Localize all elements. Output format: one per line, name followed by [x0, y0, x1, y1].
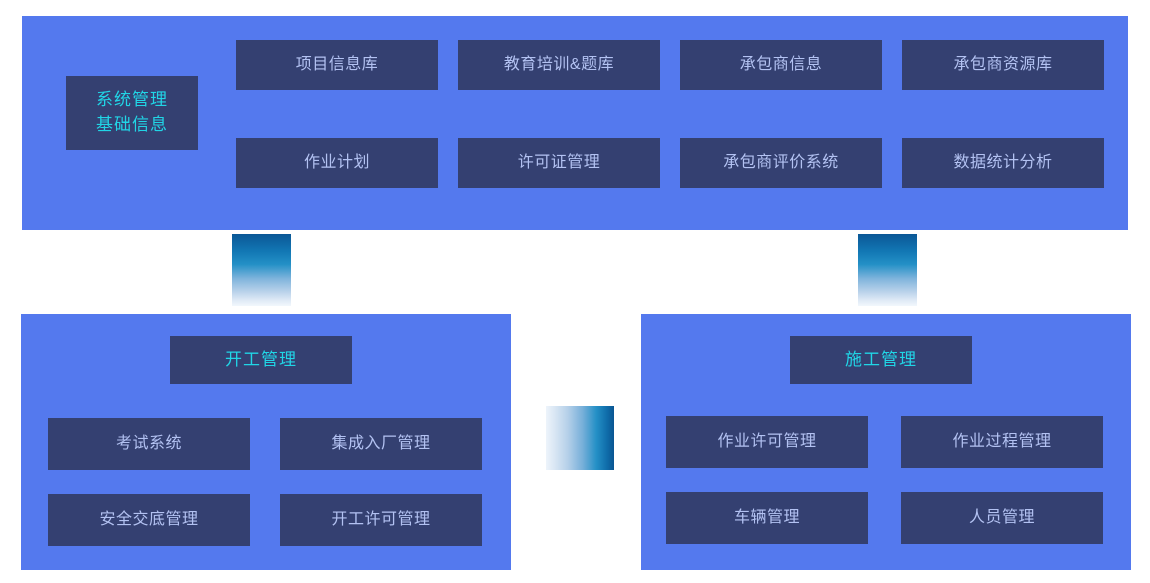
card-personnel-management[interactable]: 人员管理 — [901, 492, 1103, 544]
card-education-training-question-bank[interactable]: 教育培训&题库 — [458, 40, 660, 90]
left-panel-title-card[interactable]: 开工管理 — [170, 336, 352, 384]
connector-top-to-left-panel — [232, 234, 291, 306]
right-panel-title-card[interactable]: 施工管理 — [790, 336, 972, 384]
card-vehicle-management[interactable]: 车辆管理 — [666, 492, 868, 544]
card-startup-permit-management[interactable]: 开工许可管理 — [280, 494, 482, 546]
card-data-statistics-analysis[interactable]: 数据统计分析 — [902, 138, 1104, 188]
top-panel-system-management: 系统管理 基础信息 项目信息库 教育培训&题库 承包商信息 承包商资源库 作业计… — [22, 16, 1128, 230]
right-panel-title-label: 施工管理 — [845, 349, 917, 369]
card-contractor-evaluation-system[interactable]: 承包商评价系统 — [680, 138, 882, 188]
connector-left-to-right-panel — [546, 406, 614, 470]
card-safety-briefing-management[interactable]: 安全交底管理 — [48, 494, 250, 546]
card-contractor-info[interactable]: 承包商信息 — [680, 40, 882, 90]
left-panel-title-label: 开工管理 — [225, 349, 297, 369]
card-permit-management[interactable]: 许可证管理 — [458, 138, 660, 188]
right-panel-construction-management: 施工管理 作业许可管理 作业过程管理 车辆管理 人员管理 — [641, 314, 1131, 570]
left-panel-startup-management: 开工管理 考试系统 集成入厂管理 安全交底管理 开工许可管理 — [21, 314, 511, 570]
card-project-info-library[interactable]: 项目信息库 — [236, 40, 438, 90]
card-work-permit-management[interactable]: 作业许可管理 — [666, 416, 868, 468]
top-panel-title-line-1: 系统管理 — [96, 90, 168, 110]
card-exam-system[interactable]: 考试系统 — [48, 418, 250, 470]
connector-top-to-right-panel — [858, 234, 917, 306]
card-contractor-resource-library[interactable]: 承包商资源库 — [902, 40, 1104, 90]
top-panel-title-line-2: 基础信息 — [96, 115, 168, 134]
card-integrated-plant-entry-management[interactable]: 集成入厂管理 — [280, 418, 482, 470]
card-work-plan[interactable]: 作业计划 — [236, 138, 438, 188]
card-work-process-management[interactable]: 作业过程管理 — [901, 416, 1103, 468]
top-panel-title-card[interactable]: 系统管理 基础信息 — [66, 76, 198, 150]
